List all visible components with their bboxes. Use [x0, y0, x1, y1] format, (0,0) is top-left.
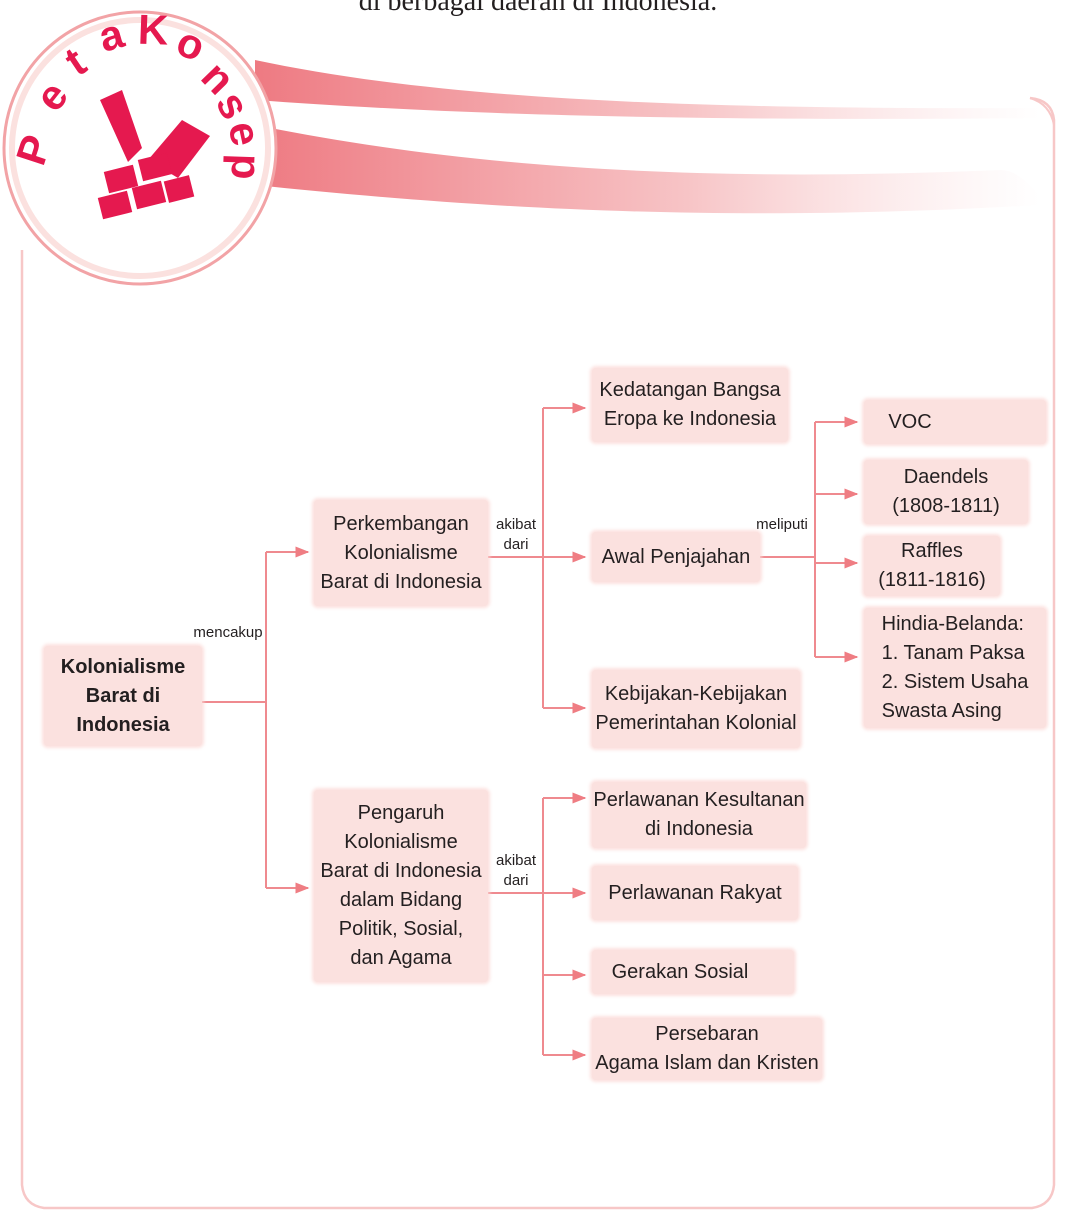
node-kedatangan: Kedatangan Bangsa Eropa ke Indonesia: [592, 368, 788, 442]
node-root: Kolonialisme Barat di Indonesia: [44, 646, 202, 746]
node-kebijakan-label: Kebijakan-Kebijakan Pemerintahan Kolonia…: [595, 683, 797, 734]
node-pengaruh-label: Pengaruh Kolonialisme Barat di Indonesia…: [320, 802, 482, 969]
peta-konsep-logo: P e t a K o n s e p: [2, 6, 278, 286]
node-raffles-label: Raffles (1811-1816): [878, 540, 986, 591]
page-caption: di berbagai daerah di Indonesia.: [358, 0, 718, 17]
svg-text:K: K: [137, 6, 169, 54]
node-voc: VOC: [864, 400, 1046, 444]
node-root-label: Kolonialisme Barat di Indonesia: [60, 655, 186, 736]
node-perlawanan-rakyat-label: Perlawanan Rakyat: [608, 881, 782, 904]
node-daendels: Daendels (1808-1811): [864, 460, 1028, 524]
edge-label-akibat-dari-2: akibat dari: [495, 852, 537, 889]
node-perkembangan-label: Perkembangan Kolonialisme Barat di Indon…: [320, 512, 482, 593]
node-perlawanan-kesultanan: Perlawanan Kesultanan di Indonesia: [592, 782, 806, 848]
node-awal: Awal Penjajahan: [592, 532, 760, 582]
node-gerakan-sosial-label: Gerakan Sosial: [611, 960, 749, 983]
banner-ribbon-top: [255, 60, 1040, 119]
node-gerakan-sosial: Gerakan Sosial: [592, 950, 794, 994]
edge-label-mencakup: mencakup: [193, 624, 263, 641]
node-hindia-belanda-label: Hindia-Belanda: 1. Tanam Paksa 2. Sistem…: [881, 613, 1029, 722]
node-kebijakan: Kebijakan-Kebijakan Pemerintahan Kolonia…: [592, 670, 800, 748]
node-hindia-belanda: Hindia-Belanda: 1. Tanam Paksa 2. Sistem…: [864, 608, 1046, 728]
node-perlawanan-kesultanan-label: Perlawanan Kesultanan di Indonesia: [593, 789, 805, 840]
node-kedatangan-label: Kedatangan Bangsa Eropa ke Indonesia: [599, 379, 781, 430]
banner-ribbon-bottom: [255, 125, 1040, 214]
node-perkembangan: Perkembangan Kolonialisme Barat di Indon…: [314, 500, 488, 606]
node-awal-label: Awal Penjajahan: [601, 545, 751, 568]
frame-border: [20, 96, 1056, 1210]
edge-label-akibat-dari-1: akibat dari: [495, 516, 537, 553]
edge-label-meliputi: meliputi: [756, 516, 808, 533]
node-persebaran: Persebaran Agama Islam dan Kristen: [592, 1018, 822, 1080]
node-raffles: Raffles (1811-1816): [864, 536, 1000, 596]
node-pengaruh: Pengaruh Kolonialisme Barat di Indonesia…: [314, 790, 488, 982]
logo-mark-icon: [97, 90, 210, 220]
node-persebaran-label: Persebaran Agama Islam dan Kristen: [595, 1023, 819, 1074]
node-perlawanan-rakyat: Perlawanan Rakyat: [592, 866, 798, 920]
node-voc-label: VOC: [888, 410, 932, 433]
svg-text:p: p: [222, 153, 270, 180]
node-daendels-label: Daendels (1808-1811): [892, 466, 1000, 517]
